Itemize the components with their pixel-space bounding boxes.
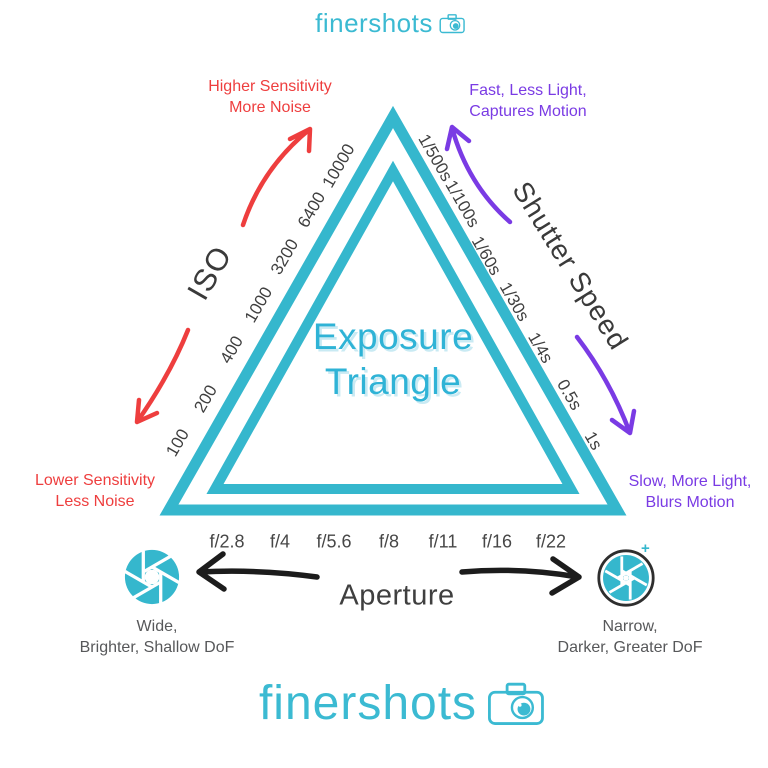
shutter-fast-note: Fast, Less Light, Captures Motion [469, 80, 586, 122]
aperture-narrow-icon [597, 549, 655, 607]
iso-low-note-line2: Less Noise [55, 493, 135, 511]
outer-triangle [159, 105, 627, 516]
iso-down-arrow [134, 327, 191, 425]
bottom-logo: finershots [259, 676, 545, 731]
aperture-left-arrow [196, 551, 320, 592]
aperture-narrow-note: Narrow, Darker, Greater DoF [558, 616, 703, 658]
aperture-wide-note: Wide, Brighter, Shallow DoF [80, 616, 235, 658]
camera-icon [488, 682, 544, 725]
aperture-axis-label: Aperture [339, 579, 455, 612]
camera-icon [439, 14, 465, 34]
title-line-2: Triangle [324, 361, 462, 403]
aperture-narrow-note-line1: Narrow, [602, 618, 658, 635]
diagram-title: Exposure Triangle [313, 314, 473, 404]
iso-high-note-line1: Higher Sensitivity [208, 78, 332, 95]
top-logo: finershots [315, 8, 465, 39]
iso-low-note-line1: Lower Sensitivity [34, 472, 156, 489]
iso-low-note: Lower Sensitivity Less Noise [35, 470, 155, 512]
bottom-logo-text: finershots [258, 677, 478, 730]
fstop-11: f/11 [428, 531, 458, 552]
fstop-4: f/4 [269, 531, 291, 552]
shutter-up-arrow [444, 124, 513, 225]
shutter-fast-note-line1: Fast, Less Light, [469, 82, 587, 99]
fstop-22: f/22 [535, 531, 567, 552]
fstop-16: f/16 [481, 531, 513, 552]
fstop-2-8: f/2.8 [209, 531, 245, 552]
top-logo-text: finershots [315, 8, 433, 38]
inner-triangle [206, 160, 580, 494]
iso-high-note: Higher Sensitivity More Noise [208, 76, 332, 118]
shutter-down-arrow [574, 334, 637, 436]
fstop-8: f/8 [378, 531, 400, 552]
shutter-slow-note-line2: Blurs Motion [645, 494, 735, 512]
aperture-wide-note-line2: Brighter, Shallow DoF [79, 639, 235, 657]
title-line-1: Exposure [312, 316, 474, 357]
iso-high-note-line2: More Noise [229, 99, 311, 117]
sparkle-icon: + [641, 540, 650, 557]
fstop-5-6: f/5.6 [316, 531, 352, 552]
aperture-right-arrow [459, 556, 582, 596]
shutter-slow-note: Slow, More Light, Blurs Motion [629, 471, 752, 513]
aperture-wide-note-line1: Wide, [136, 618, 178, 635]
shutter-slow-note-line1: Slow, More Light, [628, 473, 752, 490]
aperture-wide-icon [124, 549, 180, 605]
iso-up-arrow [240, 126, 313, 228]
aperture-narrow-note-line2: Darker, Greater DoF [557, 639, 703, 657]
shutter-fast-note-line2: Captures Motion [469, 103, 587, 121]
